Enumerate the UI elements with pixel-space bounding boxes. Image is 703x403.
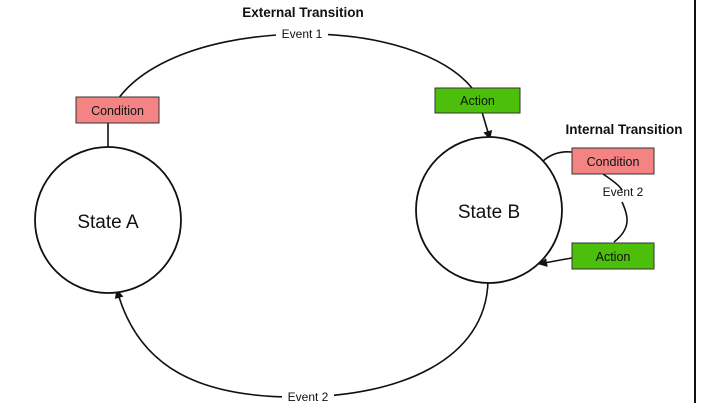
internal-action-label: Action — [596, 250, 631, 264]
external-condition-box[interactable] — [75, 96, 160, 124]
external-transition-heading: External Transition — [242, 5, 364, 20]
state-b-label: State B — [458, 202, 520, 223]
event-1-label-bg — [276, 27, 328, 41]
external-condition-label: Condition — [91, 104, 144, 118]
internal-transition-heading: Internal Transition — [565, 122, 682, 137]
external-action-box[interactable] — [434, 87, 521, 114]
internal-action-box[interactable] — [571, 242, 655, 270]
event-2-bottom-label: Event 2 — [288, 390, 329, 403]
return-transition-edge — [114, 280, 489, 398]
right-border-divider — [694, 0, 696, 403]
event-2-bottom-label-bg — [282, 390, 334, 403]
state-a-circle[interactable] — [34, 146, 182, 294]
internal-condition-box[interactable] — [571, 147, 655, 175]
event-2-internal-label: Event 2 — [603, 185, 644, 199]
state-a-label: State A — [77, 212, 139, 233]
state-b-circle[interactable] — [415, 136, 563, 284]
external-action-label: Action — [460, 94, 495, 108]
external-transition-arrow — [481, 111, 493, 140]
internal-transition-edge-top — [542, 150, 573, 162]
internal-condition-label: Condition — [587, 155, 640, 169]
internal-transition-arrow — [538, 257, 573, 267]
external-transition-edge — [107, 33, 473, 152]
internal-transition-edge-side — [602, 173, 628, 243]
event-1-label: Event 1 — [282, 27, 323, 41]
